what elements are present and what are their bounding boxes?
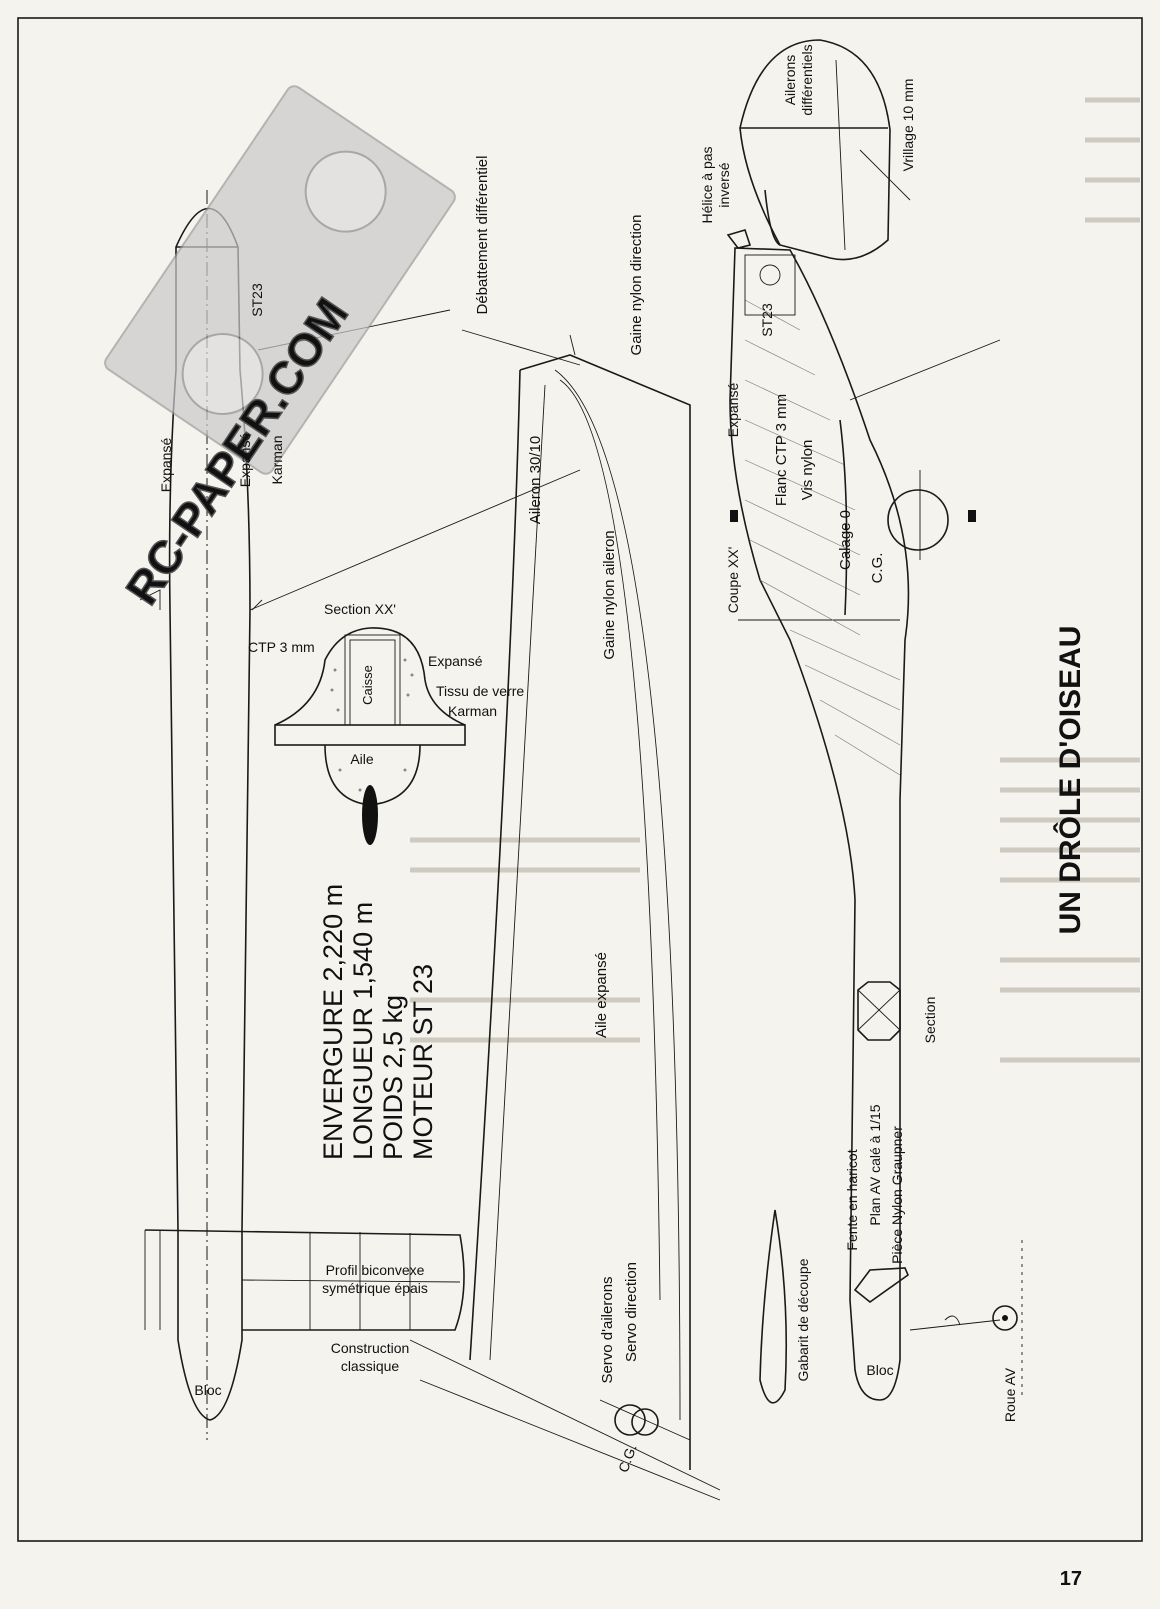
helice-label: Hélice à pas bbox=[699, 146, 715, 223]
wing-cg-label: C.G. bbox=[615, 1442, 640, 1475]
side-engine-label: ST23 bbox=[759, 303, 775, 337]
roue-label: Roue AV bbox=[1002, 1367, 1018, 1422]
aile-expanse-label: Aile expansé bbox=[593, 952, 610, 1038]
section-aile-label: Aile bbox=[350, 751, 374, 767]
servo-ailerons-label: Servo d'ailerons bbox=[599, 1276, 616, 1383]
plan-av-label: Plan AV calé à 1/15 bbox=[867, 1104, 883, 1225]
profil-label-2: symétrique épais bbox=[322, 1280, 428, 1296]
vrillage-label: Vrillage 10 mm bbox=[900, 79, 916, 172]
section-caisse-label: Caisse bbox=[360, 665, 375, 705]
section-ctp-label: CTP 3 mm bbox=[248, 639, 315, 655]
ailerons-diff-label-2: différentiels bbox=[799, 44, 815, 115]
section-title: Section XX' bbox=[324, 601, 396, 617]
spec-longueur: LONGUEUR 1,540 m bbox=[348, 902, 378, 1160]
top-engine-label: ST23 bbox=[249, 283, 265, 317]
aileron-label: Aileron 30/10 bbox=[527, 436, 544, 524]
piece-label: Pièce Nylon Graupner bbox=[889, 1126, 905, 1264]
specs-block: ENVERGURE 2,220 m LONGUEUR 1,540 m POIDS… bbox=[318, 884, 438, 1160]
top-bloc-label: Bloc bbox=[194, 1382, 221, 1398]
side-cg-label: C.G. bbox=[869, 553, 886, 584]
construction-label-2: classique bbox=[341, 1358, 400, 1374]
side-view-fuselage bbox=[726, 39, 1023, 1404]
construction-label: Construction bbox=[331, 1340, 410, 1356]
section-side-label: Section bbox=[922, 997, 938, 1044]
flanc-label: Flanc CTP 3 mm bbox=[773, 394, 790, 506]
spec-poids: POIDS 2,5 kg bbox=[378, 995, 408, 1160]
section-xx-drawing bbox=[274, 627, 466, 845]
spec-moteur: MOTEUR ST 23 bbox=[408, 964, 438, 1160]
side-bloc-label: Bloc bbox=[866, 1362, 893, 1378]
top-karman-label: Karman bbox=[269, 435, 285, 484]
wing-plan bbox=[409, 329, 721, 1501]
page-number: 17 bbox=[1059, 1568, 1082, 1590]
gaine-aileron-label: Gaine nylon aileron bbox=[601, 530, 618, 659]
top-expanse-right-label: Expansé bbox=[237, 433, 253, 488]
ailerons-diff-label: Ailerons bbox=[782, 55, 798, 106]
page-border bbox=[17, 17, 1143, 1542]
top-expanse-left-label: Expansé bbox=[158, 438, 174, 493]
helice-label-2: inversé bbox=[716, 162, 732, 207]
debattement-label: Débattement différentiel bbox=[474, 156, 491, 315]
coupe-label: Coupe XX' bbox=[725, 547, 741, 614]
side-expanse-label: Expansé bbox=[725, 383, 741, 438]
section-expanse-label: Expansé bbox=[428, 653, 483, 669]
gabarit-label: Gabarit de découpe bbox=[795, 1258, 811, 1381]
calage-label: Calage 0 bbox=[837, 510, 854, 570]
page-title: UN DRÔLE D'OISEAU bbox=[1053, 626, 1087, 935]
section-tissu-label: Tissu de verre bbox=[436, 683, 524, 699]
section-karman-label: Karman bbox=[448, 703, 497, 719]
background-text-columns bbox=[410, 97, 1140, 1063]
profil-label: Profil biconvexe bbox=[326, 1262, 425, 1278]
gaine-direction-label: Gaine nylon direction bbox=[628, 215, 645, 356]
spec-envergure: ENVERGURE 2,220 m bbox=[318, 884, 348, 1160]
watermark-stamp bbox=[104, 85, 456, 475]
servo-direction-label: Servo direction bbox=[623, 1262, 640, 1362]
vis-nylon-label: Vis nylon bbox=[799, 440, 816, 501]
fente-label: Fente en haricot bbox=[844, 1149, 860, 1250]
